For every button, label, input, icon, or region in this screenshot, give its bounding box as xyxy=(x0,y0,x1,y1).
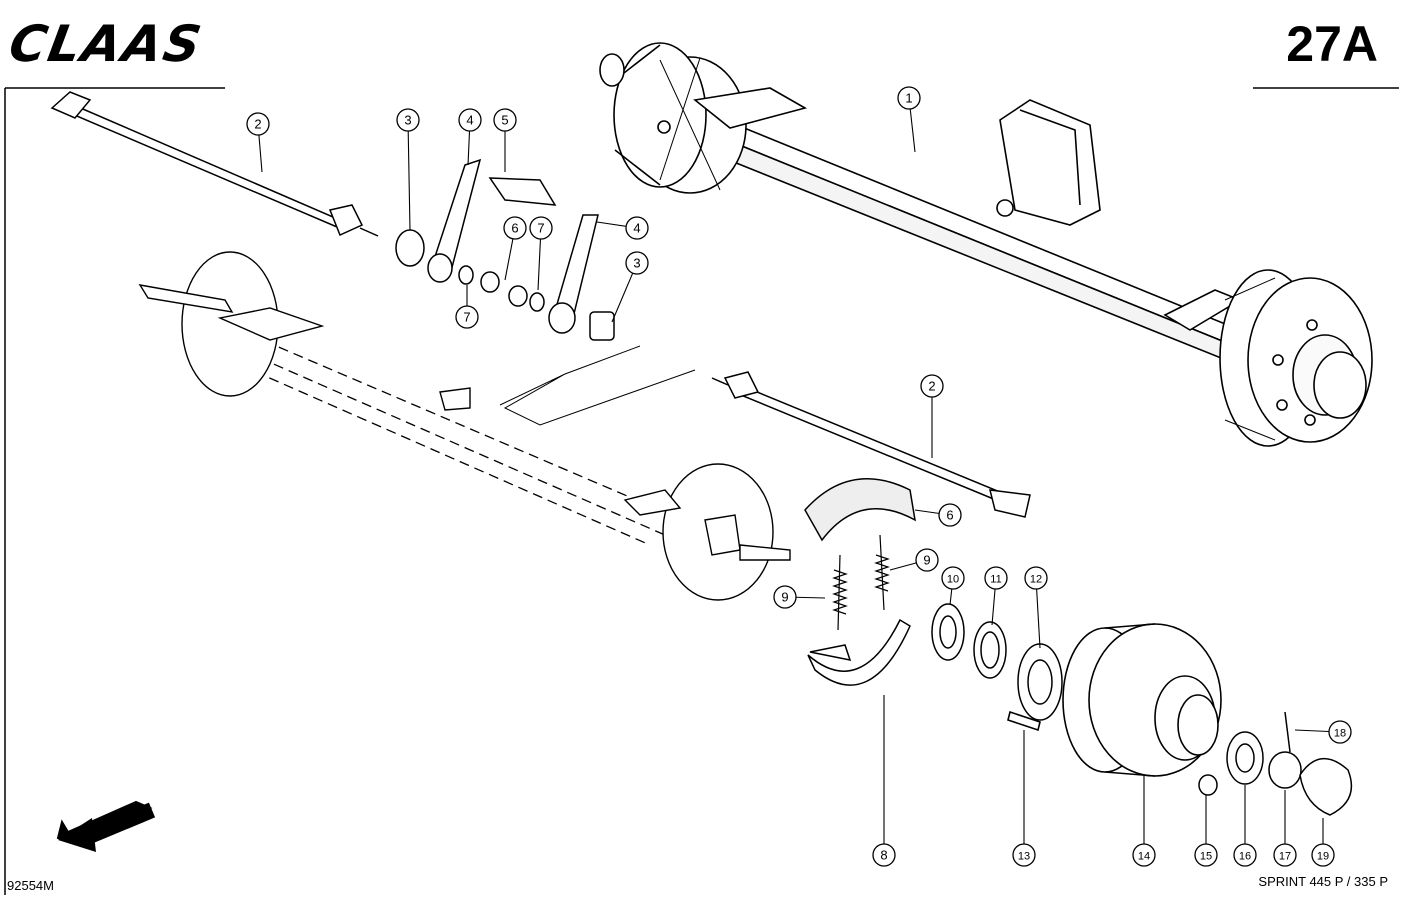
callout-bubble: 9 xyxy=(915,548,939,572)
callout-bubble: 15 xyxy=(1194,843,1218,867)
callout-number: 17 xyxy=(1279,851,1291,863)
backing-plates xyxy=(138,251,791,601)
model-label: SPRINT 445 P / 335 P xyxy=(1258,874,1388,889)
callout-bubble: 1 xyxy=(897,86,921,110)
callout-number: 2 xyxy=(928,379,935,394)
callout-bubble: 8 xyxy=(872,843,896,867)
callout-number: 14 xyxy=(1138,851,1150,863)
callout-bubble: 7 xyxy=(455,305,479,329)
callout-bubble: 16 xyxy=(1233,843,1257,867)
callout-number: 4 xyxy=(633,221,640,236)
callout-number: 1 xyxy=(905,91,912,106)
callout-bubble: 4 xyxy=(625,216,649,240)
callout-number: 8 xyxy=(880,848,887,863)
callout-leader xyxy=(407,119,411,231)
page-number: 27A xyxy=(1286,16,1378,72)
callout-number: 15 xyxy=(1200,851,1212,863)
callout-bubble: 7 xyxy=(529,216,553,240)
callout-number: 3 xyxy=(633,256,640,271)
callout-number: 4 xyxy=(466,113,473,128)
callout-number: 19 xyxy=(1317,851,1329,863)
return-springs xyxy=(832,534,890,631)
axle-assembly xyxy=(599,42,1373,447)
callout-bubble: 19 xyxy=(1311,843,1335,867)
slack-adjusters xyxy=(395,158,615,341)
callout-bubble: 17 xyxy=(1273,843,1297,867)
callout-number: 18 xyxy=(1334,728,1346,740)
callout-number: 16 xyxy=(1239,851,1251,863)
callout-bubble: 2 xyxy=(246,112,270,136)
callout-number: 6 xyxy=(946,508,953,523)
callout-number: 12 xyxy=(1030,574,1042,586)
arrow-left-down-icon xyxy=(56,800,156,852)
brake-rod-lower xyxy=(711,371,1031,518)
callout-number: 11 xyxy=(990,574,1001,586)
callout-bubble: 4 xyxy=(458,108,482,132)
callout-bubble: 14 xyxy=(1132,843,1156,867)
callout-number: 9 xyxy=(781,590,788,605)
brake-shoes xyxy=(804,478,916,686)
callout-bubble: 9 xyxy=(773,585,797,609)
callout-bubble: 10 xyxy=(941,566,965,590)
callout-bubble: 11 xyxy=(984,566,1008,590)
seals-bearings xyxy=(931,603,1063,721)
hub-small-parts xyxy=(1198,711,1353,816)
callout-leader xyxy=(1035,577,1041,649)
callout-number: 2 xyxy=(254,117,261,132)
callout-number: 9 xyxy=(923,553,930,568)
callout-bubble: 13 xyxy=(1012,843,1036,867)
callout-bubble: 18 xyxy=(1328,720,1352,744)
callout-number: 3 xyxy=(404,113,411,128)
callout-number: 7 xyxy=(463,310,470,325)
callout-number: 7 xyxy=(537,221,544,236)
callout-bubble: 3 xyxy=(625,251,649,275)
callout-bubble: 2 xyxy=(920,374,944,398)
callout-bubble: 6 xyxy=(503,216,527,240)
brake-rod-upper xyxy=(50,91,379,237)
callout-number: 6 xyxy=(511,221,518,236)
callout-bubble: 3 xyxy=(396,108,420,132)
callout-number: 10 xyxy=(947,574,959,586)
axle-phantom xyxy=(219,321,666,546)
callout-bubble: 6 xyxy=(938,503,962,527)
brake-drum-hub xyxy=(1007,623,1222,777)
drawing-number: 92554M xyxy=(7,878,54,893)
callout-bubble: 12 xyxy=(1024,566,1048,590)
callout-number: 5 xyxy=(501,113,508,128)
callout-bubble: 5 xyxy=(493,108,517,132)
callout-number: 13 xyxy=(1018,851,1030,863)
